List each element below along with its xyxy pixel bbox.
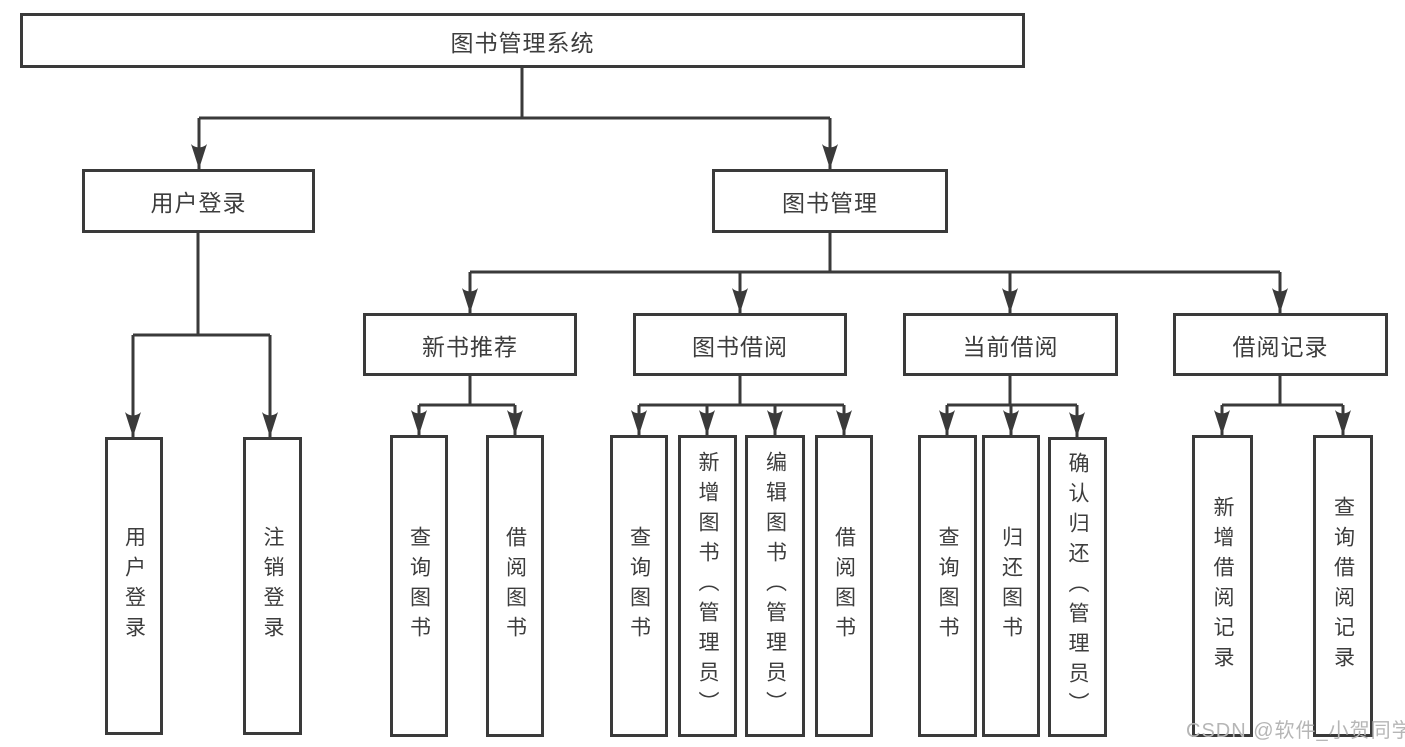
leaf-borrow-books-recommend-label: 借阅图书: [503, 525, 527, 647]
leaf-return-books: 归还图书: [982, 435, 1040, 737]
leaf-confirm-return-admin-label: 确认归还（管理员）: [1066, 451, 1089, 723]
node-book-management-label: 图书管理: [782, 190, 878, 216]
connector-new-book-trunk: [419, 376, 515, 407]
node-book-borrowing: 图书借阅: [633, 313, 847, 376]
leaf-confirm-return-admin: 确认归还（管理员）: [1048, 437, 1107, 737]
leaf-search-books-current-label: 查询图书: [936, 525, 959, 647]
node-new-book-recommendation-label: 新书推荐: [422, 333, 518, 360]
leaf-search-books-current: 查询图书: [918, 435, 977, 737]
leaf-add-books-admin-label: 新增图书（管理员）: [696, 450, 719, 722]
node-current-borrowing: 当前借阅: [903, 313, 1118, 376]
connector-current-borrowing-trunk: [947, 376, 1077, 407]
leaf-add-borrow-record-label: 新增借阅记录: [1211, 495, 1234, 677]
node-library-system-label: 图书管理系统: [450, 29, 595, 56]
node-new-book-recommendation: 新书推荐: [363, 313, 577, 376]
leaf-search-books-recommend-label: 查询图书: [407, 525, 431, 647]
connector-book-borrowing-trunk: [639, 376, 844, 407]
leaf-borrow-books-recommend: 借阅图书: [486, 435, 544, 737]
leaf-add-books-admin: 新增图书（管理员）: [678, 435, 737, 737]
connector-root-trunk: [199, 68, 830, 120]
node-user-login-module: 用户登录: [82, 169, 315, 233]
leaf-edit-books-admin-label: 编辑图书（管理员）: [763, 450, 787, 722]
leaf-borrow-books-label: 借阅图书: [832, 525, 856, 647]
node-library-system: 图书管理系统: [20, 13, 1025, 68]
csdn-watermark: CSDN @软件_小贺同学: [1186, 720, 1405, 742]
leaf-search-books-recommend: 查询图书: [390, 435, 448, 737]
leaf-search-books-borrowing-label: 查询图书: [627, 525, 651, 647]
leaf-edit-books-admin: 编辑图书（管理员）: [745, 435, 805, 737]
connector-user-login-trunk: [133, 233, 270, 337]
leaf-add-borrow-record: 新增借阅记录: [1192, 435, 1253, 737]
node-current-borrowing-label: 当前借阅: [962, 333, 1059, 360]
leaf-borrow-books: 借阅图书: [815, 435, 873, 737]
leaf-user-login-label: 用户登录: [122, 525, 146, 647]
node-borrowing-records-label: 借阅记录: [1232, 333, 1329, 360]
leaf-logout-label: 注销登录: [261, 525, 284, 647]
leaf-logout: 注销登录: [243, 437, 302, 735]
connector-borrowing-records-trunk: [1222, 376, 1343, 407]
leaf-search-books-borrowing: 查询图书: [610, 435, 668, 737]
leaf-search-borrow-record: 查询借阅记录: [1313, 435, 1373, 737]
leaf-search-borrow-record-label: 查询借阅记录: [1331, 495, 1355, 677]
connector-book-management-trunk: [470, 233, 1280, 274]
node-book-management-module: 图书管理: [712, 169, 948, 233]
leaf-return-books-label: 归还图书: [999, 525, 1023, 647]
leaf-user-login: 用户登录: [105, 437, 163, 735]
node-borrowing-records: 借阅记录: [1173, 313, 1388, 376]
node-book-borrowing-label: 图书借阅: [692, 333, 788, 360]
node-user-login-label: 用户登录: [150, 190, 247, 216]
